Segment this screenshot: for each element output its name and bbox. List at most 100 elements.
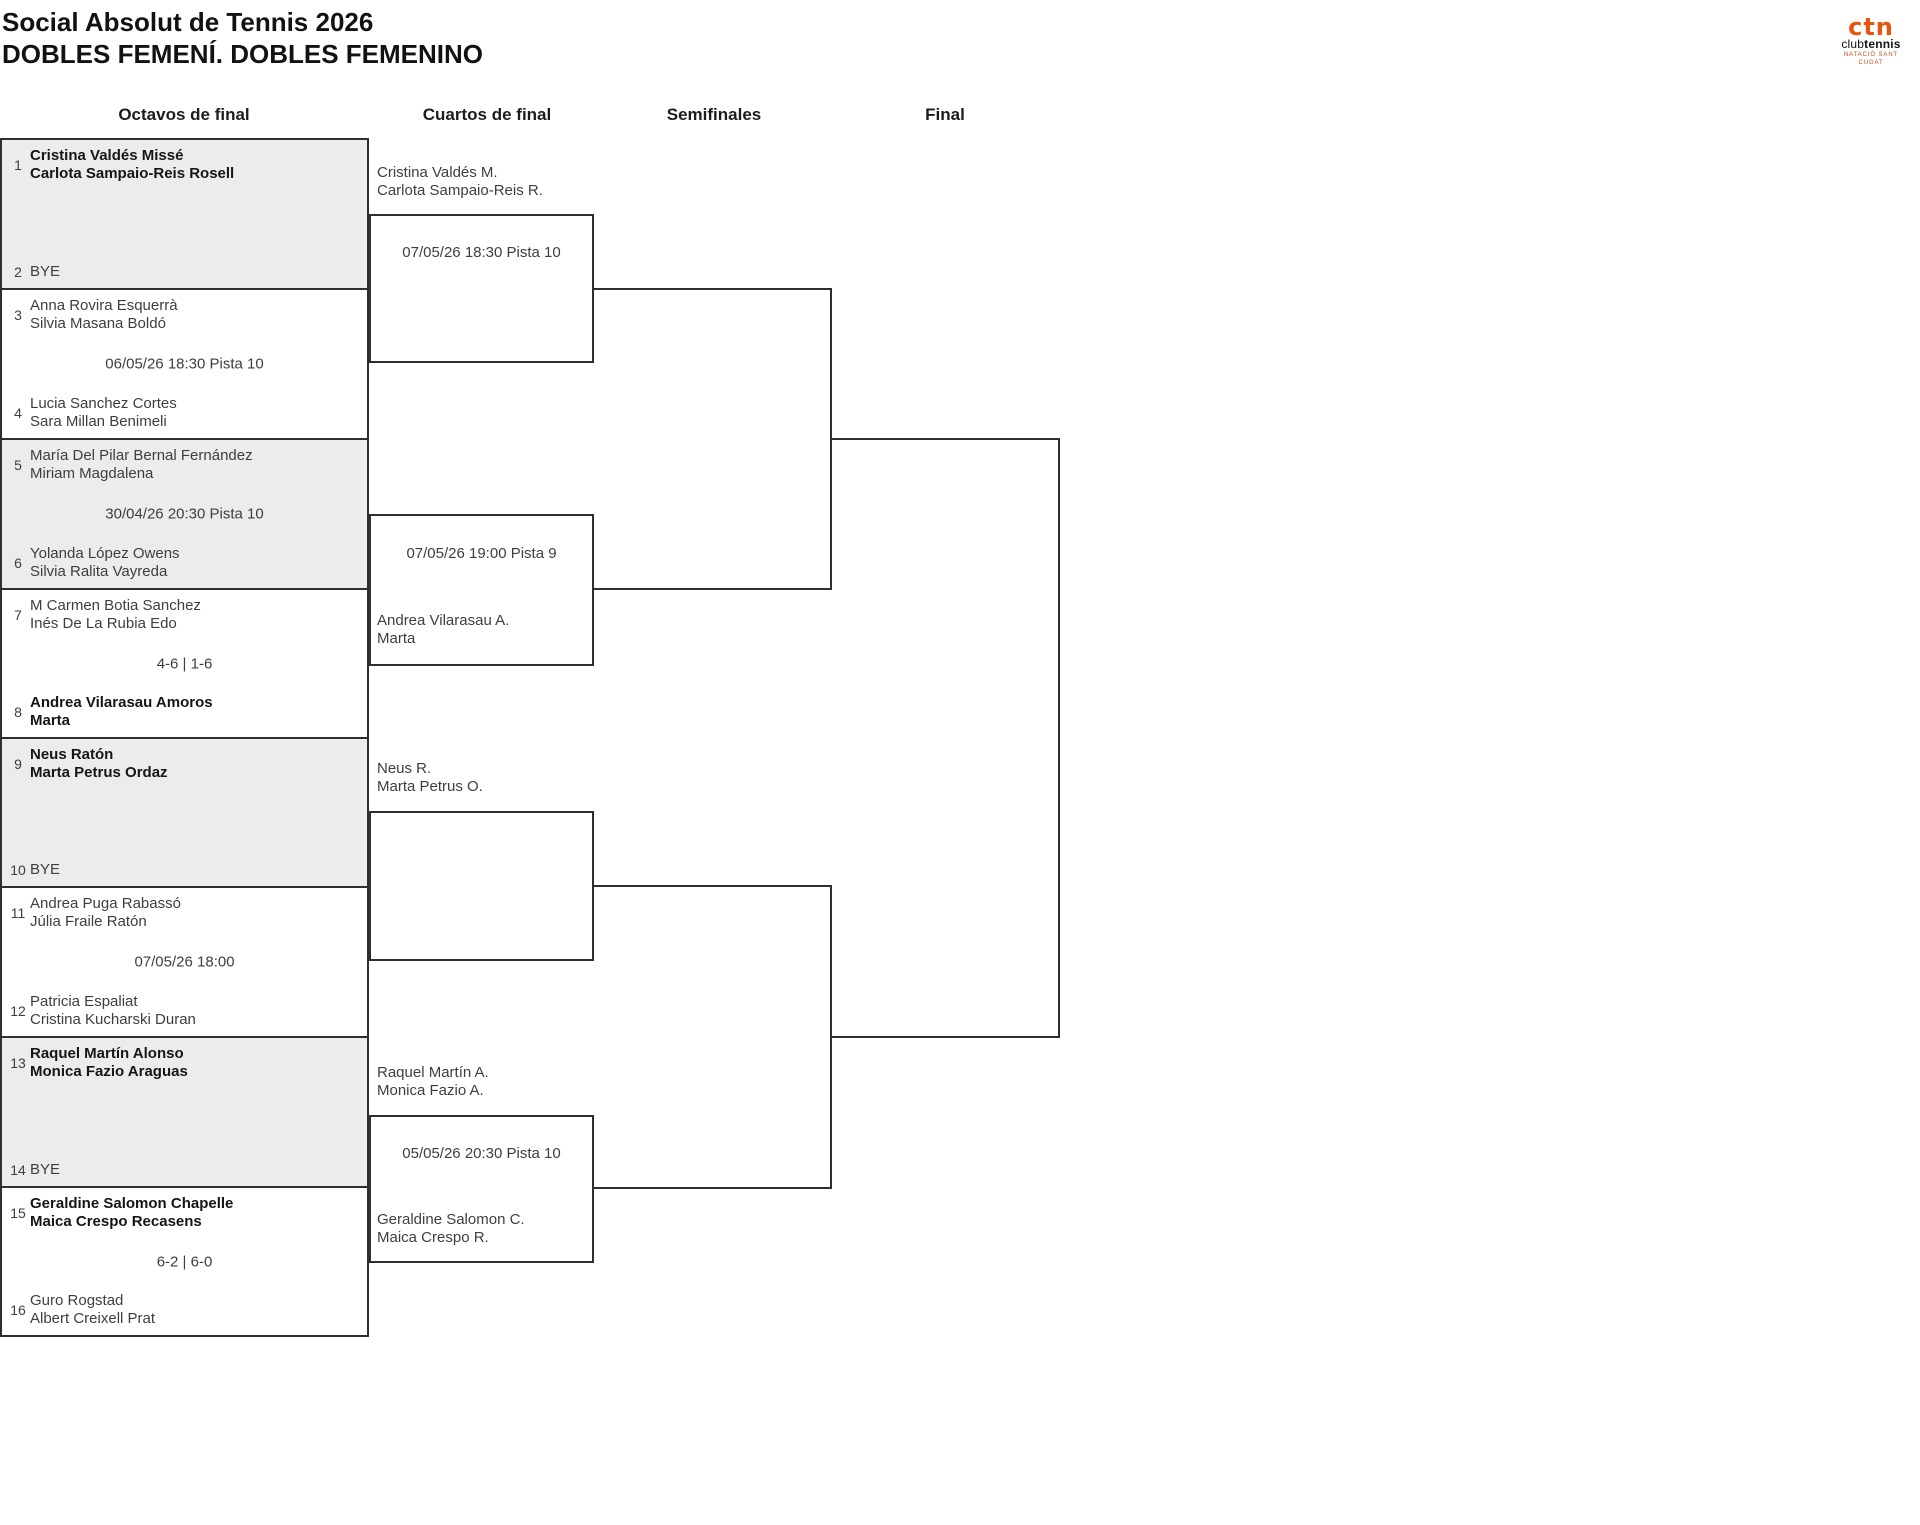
page-header: Social Absolut de Tennis 2026 DOBLES FEM… (2, 6, 483, 70)
cuartos-match-4: 05/05/26 20:30 Pista 10 (369, 1115, 594, 1263)
seed-number: 8 (14, 704, 22, 720)
seed-number: 6 (14, 555, 22, 571)
seed-number: 4 (14, 405, 22, 421)
club-logo-name: clubtennis (1836, 38, 1906, 51)
match-schedule: 06/05/26 18:30 Pista 10 (105, 355, 264, 373)
bracket-connector (594, 885, 832, 887)
seed-number: 1 (14, 157, 22, 173)
player-name: Maica Crespo Recasens (30, 1213, 202, 1230)
player-name: Cristina Valdés Missé (30, 147, 184, 164)
player-name: Carlota Sampaio-Reis Rosell (30, 165, 235, 182)
bracket-connector (594, 588, 832, 590)
team-names: BYE (30, 263, 60, 281)
seed-number: 10 (10, 862, 26, 878)
player-name: Raquel Martín A. (377, 1064, 489, 1081)
seed-number: 3 (14, 307, 22, 323)
bracket-connector (594, 288, 832, 290)
player-name: BYE (30, 861, 61, 878)
player-name: Inés De La Rubia Edo (30, 615, 177, 632)
player-name: Andrea Puga Rabassó (30, 895, 181, 912)
player-name: Andrea Vilarasau Amoros (30, 694, 213, 711)
player-name: Marta Petrus Ordaz (30, 764, 168, 781)
seed-number: 15 (10, 1205, 26, 1221)
player-name: Marta (377, 630, 416, 647)
bracket-connector (830, 438, 1060, 440)
advancer-label: Raquel Martín A.Monica Fazio A. (377, 1064, 489, 1100)
player-name: M Carmen Botia Sanchez (30, 597, 201, 614)
player-name: Maica Crespo R. (377, 1229, 489, 1246)
cuartos-match-1: 07/05/26 18:30 Pista 10 (369, 214, 594, 363)
player-name: Monica Fazio A. (377, 1082, 484, 1099)
advancer-label: Cristina Valdés M.Carlota Sampaio-Reis R… (377, 164, 543, 200)
match-schedule: 30/04/26 20:30 Pista 10 (105, 505, 264, 523)
player-name: Monica Fazio Araguas (30, 1063, 188, 1080)
player-name: Geraldine Salomon C. (377, 1211, 525, 1228)
seed-number: 14 (10, 1162, 26, 1178)
player-name: Geraldine Salomon Chapelle (30, 1195, 234, 1212)
team-names: BYE (30, 1161, 60, 1179)
player-name: Yolanda López Owens (30, 545, 180, 562)
player-name: Cristina Kucharski Duran (30, 1011, 196, 1028)
player-name: Neus Ratón (30, 746, 114, 763)
seed-number: 13 (10, 1055, 26, 1071)
team-row: 2 BYE (6, 263, 363, 281)
player-name: Andrea Vilarasau A. (377, 612, 510, 629)
player-name: Silvia Masana Boldó (30, 315, 166, 332)
player-name: BYE (30, 263, 61, 280)
seed-number: 16 (10, 1302, 26, 1318)
advancer-label: Geraldine Salomon C.Maica Crespo R. (377, 1211, 525, 1247)
match-schedule: 05/05/26 20:30 Pista 10 (402, 1144, 561, 1162)
advancer-label: Neus R.Marta Petrus O. (377, 760, 483, 796)
seed-number: 12 (10, 1003, 26, 1019)
page-subtitle: DOBLES FEMENÍ. DOBLES FEMENINO (2, 39, 484, 69)
bracket-connector (594, 1187, 832, 1189)
club-logo-name-bold: tennis (1864, 37, 1901, 51)
player-name: Lucia Sanchez Cortes (30, 395, 177, 412)
round-header-final: Final (925, 105, 965, 124)
player-name: Guro Rogstad (30, 1292, 124, 1309)
round-header-cuartos: Cuartos de final (422, 105, 552, 124)
player-name: Raquel Martín Alonso (30, 1045, 184, 1062)
player-name: Neus R. (377, 760, 432, 777)
bracket-connector (830, 1036, 1060, 1038)
seed-number: 5 (14, 457, 22, 473)
team-names: BYE (30, 861, 60, 879)
seed-number: 7 (14, 607, 22, 623)
club-logo: ctn clubtennis NATACIÓ SANT CUGAT (1836, 15, 1906, 67)
advancer-label: Andrea Vilarasau A.Marta (377, 612, 509, 648)
match-schedule (371, 813, 592, 886)
bracket-connector (1058, 438, 1060, 1038)
player-name: Sara Millan Benimeli (30, 413, 167, 430)
match-schedule: 07/05/26 19:00 Pista 9 (406, 544, 557, 562)
player-name: Marta Petrus O. (377, 778, 483, 795)
player-name: Albert Creixell Prat (30, 1310, 156, 1327)
match-score: 4-6 | 1-6 (156, 655, 213, 672)
